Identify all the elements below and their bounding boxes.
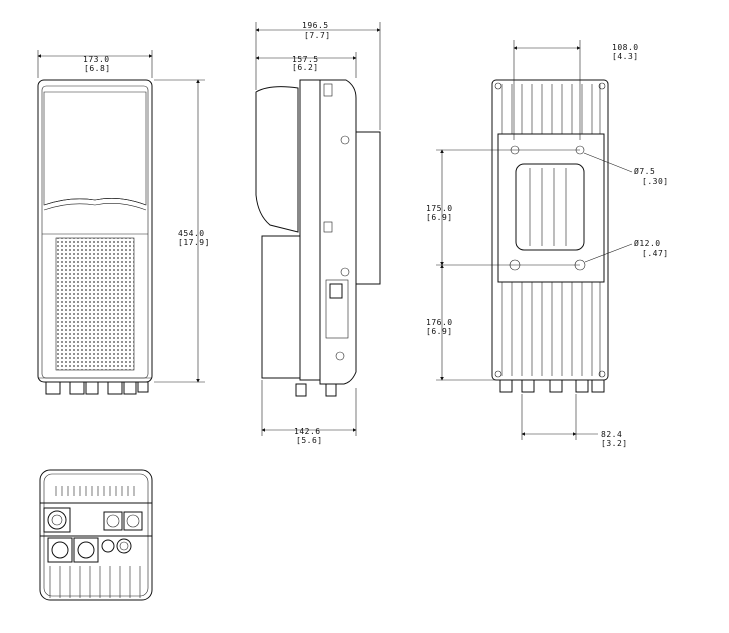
side-depth-housing-in: [6.2]	[292, 63, 319, 72]
hole-large-mm: Ø12.0	[634, 238, 661, 248]
connector-offset-mm: 82.4	[601, 430, 622, 439]
rear-bracket-offset-dim: 108.0 [4.3]	[514, 40, 639, 140]
side-depth-bottom-in: [5.6]	[296, 436, 323, 445]
hole-small-mm: Ø7.5	[634, 166, 655, 176]
bottom-fins	[50, 566, 140, 598]
side-depth-total-in: [7.7]	[304, 31, 331, 40]
rear-upper-spacing-in: [6.9]	[426, 213, 453, 222]
bottom-view	[40, 470, 152, 600]
rear-bracket-offset-in: [4.3]	[612, 52, 639, 61]
front-height-mm: 454.0	[178, 229, 205, 238]
front-width-dim: 173.0 [6.8]	[38, 50, 152, 78]
front-width-in: [6.8]	[84, 64, 111, 73]
side-depth-bottom-mm: 142.6	[294, 427, 321, 436]
hole-small-in: [.30]	[642, 177, 669, 186]
front-height-in: [17.9]	[178, 238, 210, 247]
side-depth-bottom-dim: 142.6 [5.6]	[262, 380, 356, 445]
rear-view	[492, 80, 608, 392]
front-view	[38, 80, 152, 394]
side-view	[256, 80, 380, 396]
front-width-mm: 173.0	[83, 55, 110, 64]
side-depth-housing-dim: 157.5 [6.2]	[256, 52, 356, 78]
rear-lower-spacing-in: [6.9]	[426, 327, 453, 336]
side-depth-total-dim: 196.5 [7.7]	[256, 21, 380, 130]
bottom-vents	[56, 486, 134, 496]
rear-upper-spacing-mm: 175.0	[426, 204, 453, 213]
rear-connector-offset-dim: 82.4 [3.2]	[522, 394, 628, 448]
connector-offset-in: [3.2]	[601, 439, 628, 448]
side-depth-total-mm: 196.5	[302, 21, 329, 30]
front-height-dim: 454.0 [17.9]	[154, 80, 210, 382]
rear-lower-spacing-mm: 176.0	[426, 318, 453, 327]
hole-large-in: [.47]	[642, 249, 669, 258]
rear-bracket-offset-mm: 108.0	[612, 43, 639, 52]
